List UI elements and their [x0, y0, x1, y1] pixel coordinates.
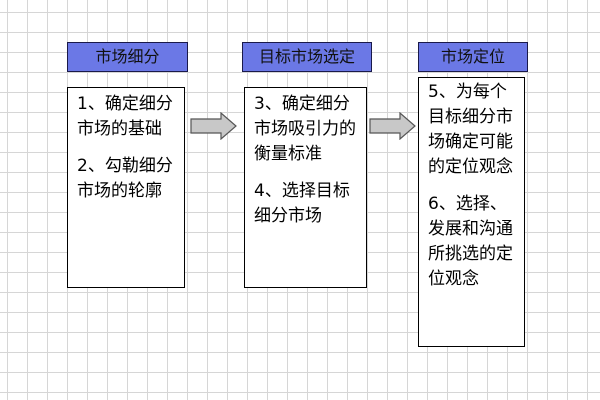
step-1-body: 1、确定细分市场的基础 2、勾勒细分市场的轮廓: [67, 87, 185, 288]
step-2-item-2: 4、选择目标细分市场: [254, 181, 350, 226]
step-3-header: 市场定位: [418, 42, 528, 72]
step-2-header: 目标市场选定: [242, 42, 372, 72]
step-1-header: 市场细分: [67, 42, 188, 72]
step-2-body: 3、确定细分市场吸引力的衡量标准 4、选择目标细分市场: [244, 87, 367, 288]
step-3-item-2: 6、选择、发展和沟通所挑选的定位观念: [428, 194, 513, 289]
flow-arrow-2: [369, 112, 416, 140]
step-1-item-1: 1、确定细分市场的基础: [77, 94, 173, 139]
step-2-item-1: 3、确定细分市场吸引力的衡量标准: [254, 94, 356, 164]
step-3-item-1: 5、为每个目标细分市场确定可能的定位观念: [428, 82, 513, 177]
step-3-body: 5、为每个目标细分市场确定可能的定位观念 6、选择、发展和沟通所挑选的定位观念: [418, 77, 525, 347]
step-1-item-2: 2、勾勒细分市场的轮廓: [77, 156, 173, 201]
flow-arrow-1: [190, 112, 237, 140]
